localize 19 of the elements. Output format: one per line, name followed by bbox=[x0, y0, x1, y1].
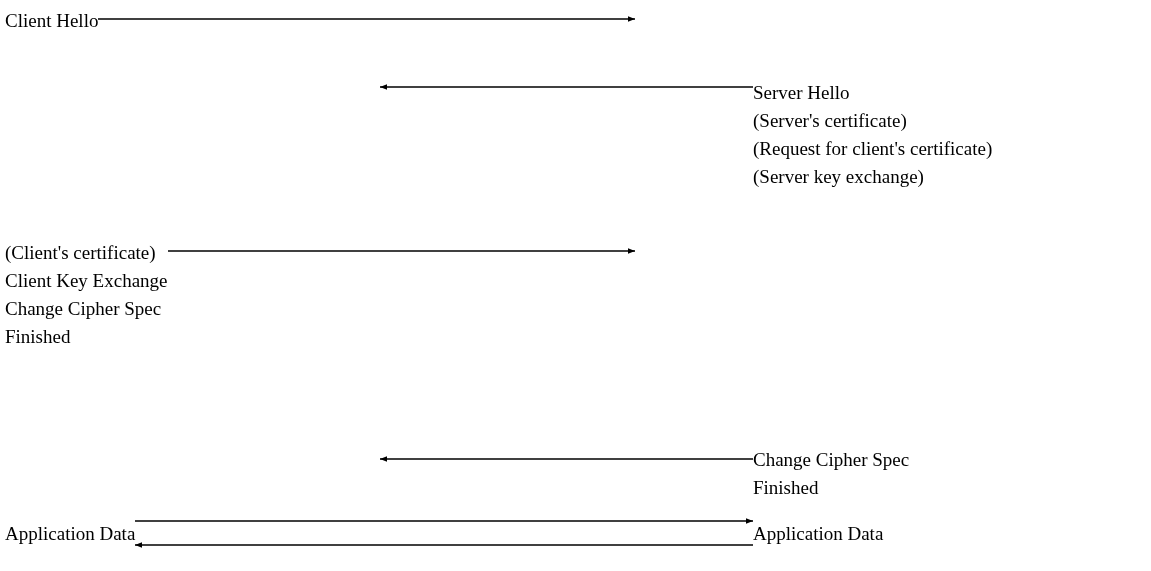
arrow bbox=[379, 456, 754, 462]
message-text: Application Data bbox=[753, 522, 884, 546]
message-text: (Server key exchange) bbox=[753, 165, 925, 189]
arrow bbox=[134, 518, 754, 524]
message-text: (Request for client's certificate) bbox=[753, 137, 993, 161]
arrow bbox=[134, 542, 754, 548]
arrow bbox=[97, 16, 636, 22]
message-text: (Server's certificate) bbox=[753, 109, 908, 133]
message-text: Change Cipher Spec bbox=[5, 297, 163, 321]
message-text: Application Data bbox=[5, 522, 136, 546]
message-text: Client Key Exchange bbox=[5, 269, 168, 293]
arrow bbox=[379, 84, 754, 90]
message-text: (Client's certificate) bbox=[5, 241, 157, 265]
message-text: Client Hello bbox=[5, 9, 99, 33]
message-text: Server Hello bbox=[753, 81, 851, 105]
message-text: Finished bbox=[753, 476, 820, 500]
message-text: Finished bbox=[5, 325, 72, 349]
message-text: Change Cipher Spec bbox=[753, 448, 910, 472]
arrow bbox=[167, 248, 636, 254]
